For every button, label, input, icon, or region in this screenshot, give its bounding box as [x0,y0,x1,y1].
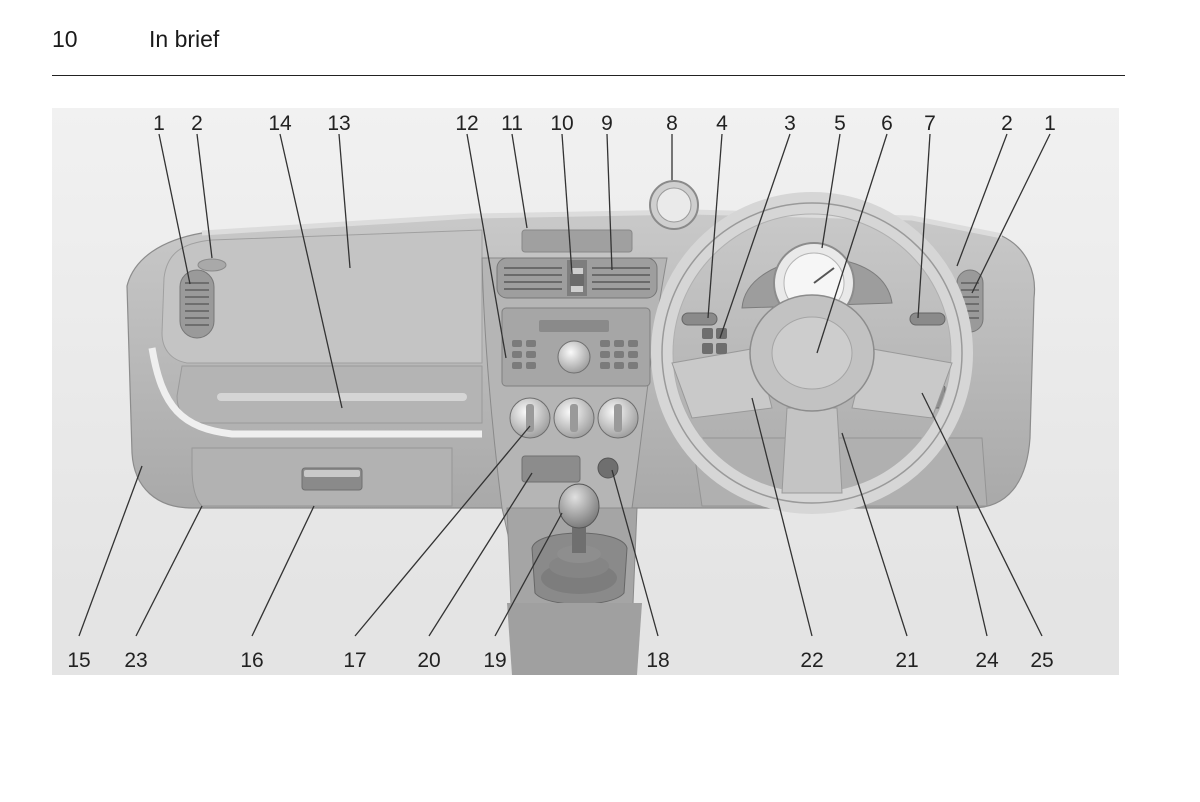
dashboard-figure: 1 2 14 13 12 11 10 9 8 4 3 5 6 7 2 1 15 … [52,108,1119,675]
callout-top-8: 9 [601,112,613,135]
callout-top-2: 2 [191,112,203,135]
callout-bottom-7: 18 [646,649,669,672]
audio-system [501,307,651,387]
leader-lines-bottom [78,392,1043,637]
callout-bottom-9: 21 [895,649,918,672]
callout-top-14: 7 [924,112,936,135]
callout-bottom-4: 17 [343,649,366,672]
header-rule [52,75,1125,76]
callout-top-5: 12 [455,112,478,135]
callout-top-12: 5 [834,112,846,135]
callout-bottom-6: 19 [483,649,506,672]
left-side-vent [179,269,215,339]
tachometer-pod [649,180,699,230]
callout-bottom-3: 16 [240,649,263,672]
callout-top-6: 11 [501,112,523,135]
storage-compartment [521,455,581,483]
gear-lever [531,483,628,605]
callout-bottom-10: 24 [975,649,999,672]
callout-numbers-bottom: 15 23 16 17 20 19 18 22 21 24 25 [67,649,1053,672]
callout-top-15: 2 [1001,112,1013,135]
info-display [521,229,633,253]
dashboard-illustration: 1 2 14 13 12 11 10 9 8 4 3 5 6 7 2 1 15 … [52,108,1119,675]
page-number: 10 [52,26,78,52]
left-demister [197,258,227,272]
section-title: In brief [149,26,220,52]
steering-wheel [651,192,973,514]
callout-numbers-top: 1 2 14 13 12 11 10 9 8 4 3 5 6 7 2 1 [153,112,1056,135]
callout-bottom-5: 20 [417,649,440,672]
page-header: 10 In brief [52,24,1125,76]
callout-top-9: 8 [666,112,678,135]
climate-control-knobs [509,397,639,439]
callout-top-11: 3 [784,112,796,135]
callout-top-13: 6 [881,112,893,135]
right-stalk [909,312,946,326]
callout-bottom-11: 25 [1030,649,1053,672]
callout-top-7: 10 [550,112,573,135]
left-stalk [681,312,718,326]
hazard-switch [570,274,584,286]
leader-lines-top [158,133,1051,409]
callout-bottom-1: 15 [67,649,90,672]
callout-top-10: 4 [716,112,728,135]
callout-top-1: 1 [153,112,165,135]
power-outlet [597,457,619,479]
callout-top-16: 1 [1044,112,1056,135]
callout-bottom-8: 22 [800,649,823,672]
callout-top-4: 13 [327,112,350,135]
glovebox-upper-panel [161,229,483,364]
callout-bottom-2: 23 [124,649,147,672]
callout-top-3: 14 [268,112,292,135]
